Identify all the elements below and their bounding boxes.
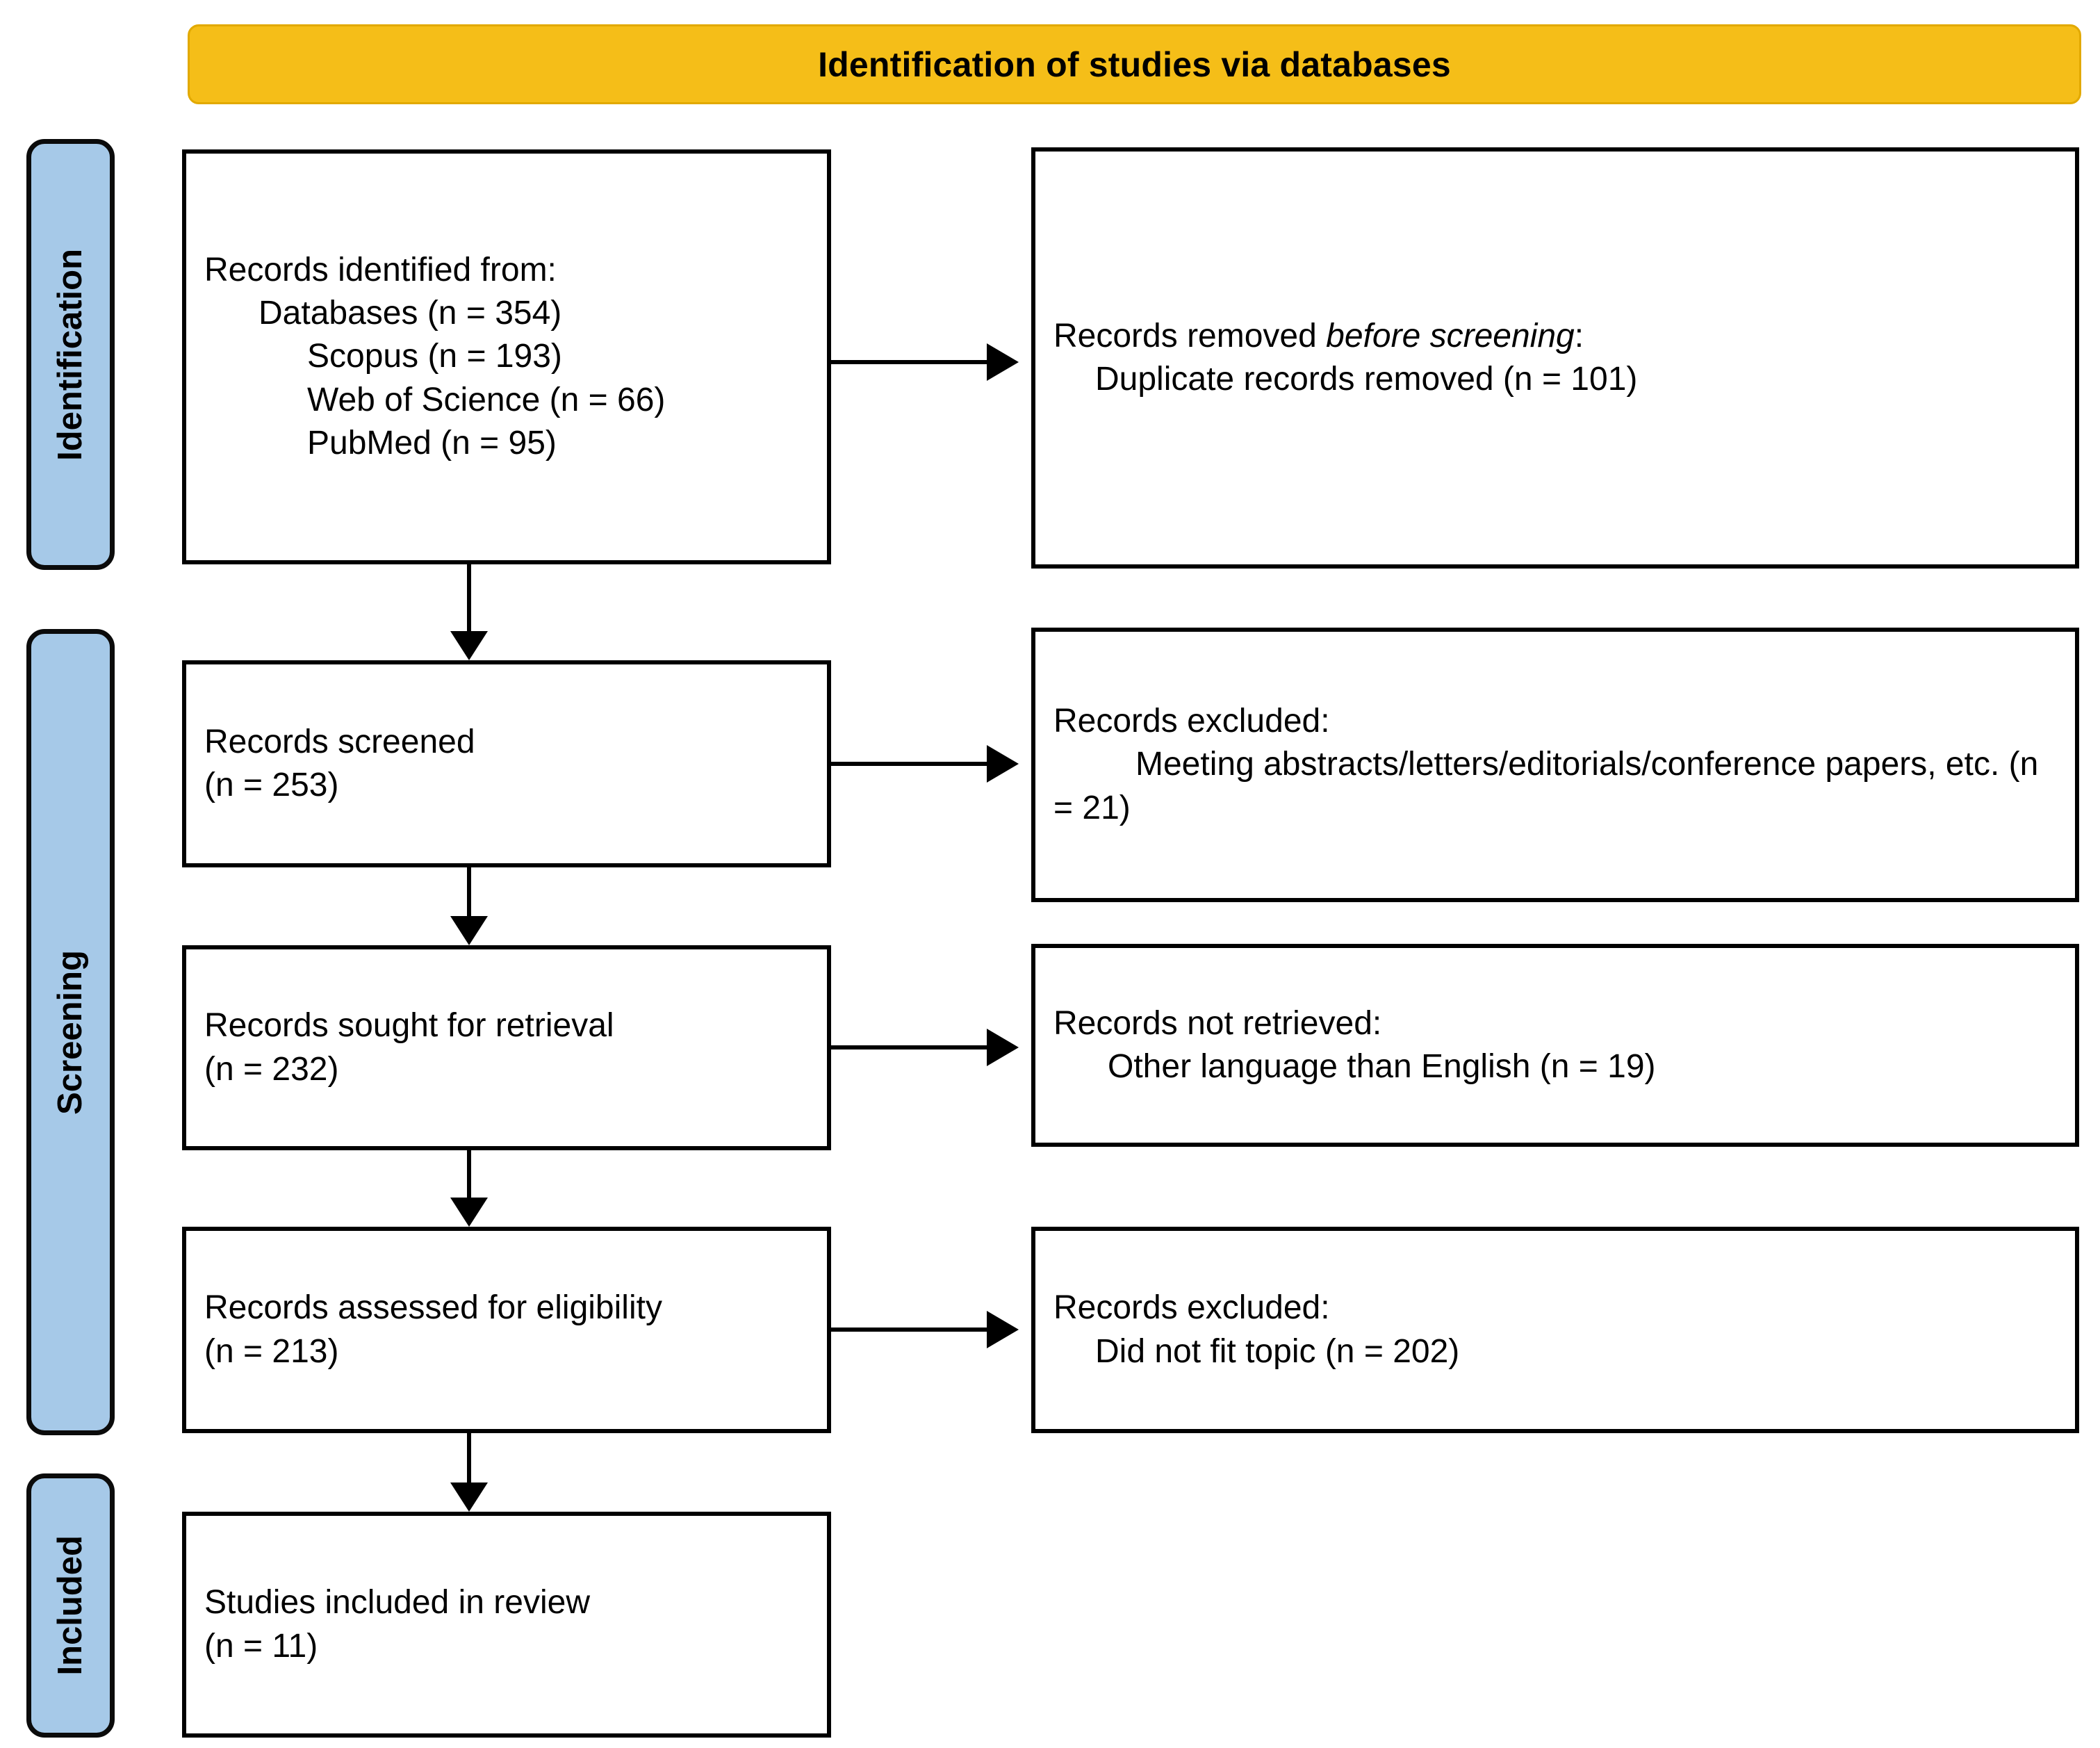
- records-screened-title: Records screened: [204, 723, 475, 760]
- box-records-removed-before-screening: Records removed before screening: Duplic…: [1031, 147, 2079, 569]
- records-removed-title-suffix: :: [1574, 317, 1584, 354]
- arrowhead-right-icon: [987, 1311, 1019, 1348]
- records-identified-pubmed: PubMed (n = 95): [307, 425, 557, 462]
- connector-vertical-screened-to-sought: [467, 867, 471, 916]
- arrowhead-right-icon: [987, 343, 1019, 381]
- stage-tab-screening: Screening: [26, 629, 115, 1435]
- stage-label-included: Included: [51, 1535, 89, 1676]
- records-excluded-eligibility-reason: Did not fit topic (n = 202): [1095, 1332, 1460, 1370]
- arrowhead-right-icon: [987, 1029, 1019, 1066]
- records-identified-databases: Databases (n = 354): [259, 294, 562, 332]
- diagram-header-banner: Identification of studies via databases: [188, 24, 2081, 104]
- arrowhead-right-icon: [987, 745, 1019, 783]
- connector-horizontal-assessed-to-excluded: [831, 1328, 991, 1332]
- records-excluded-screening-title: Records excluded:: [1053, 702, 1330, 740]
- connector-horizontal-screened-to-excluded: [831, 762, 991, 766]
- records-not-retrieved-reason: Other language than English (n = 19): [1108, 1048, 1656, 1085]
- arrowhead-down-icon: [450, 631, 488, 660]
- records-excluded-eligibility-title: Records excluded:: [1053, 1289, 1330, 1327]
- records-not-retrieved-title: Records not retrieved:: [1053, 1004, 1382, 1042]
- connector-horizontal-identified-to-removed: [831, 360, 991, 364]
- stage-tab-included: Included: [26, 1473, 115, 1738]
- records-screened-count: (n = 253): [204, 767, 339, 803]
- box-records-identified: Records identified from: Databases (n = …: [182, 149, 831, 564]
- records-excluded-screening-reason: Meeting abstracts/letters/editorials/con…: [1053, 746, 2039, 826]
- stage-label-screening: Screening: [51, 949, 89, 1115]
- box-records-assessed-for-eligibility: Records assessed for eligibility (n = 21…: [182, 1227, 831, 1433]
- stage-tab-identification: Identification: [26, 139, 115, 570]
- page-title: Identification of studies via databases: [818, 44, 1451, 84]
- records-identified-title: Records identified from:: [204, 251, 557, 288]
- records-assessed-title: Records assessed for eligibility: [204, 1289, 662, 1327]
- records-identified-web-of-science: Web of Science (n = 66): [307, 381, 666, 418]
- box-records-not-retrieved: Records not retrieved: Other language th…: [1031, 944, 2079, 1147]
- box-records-sought-for-retrieval: Records sought for retrieval (n = 232): [182, 945, 831, 1150]
- records-identified-scopus: Scopus (n = 193): [307, 338, 562, 375]
- arrowhead-down-icon: [450, 1198, 488, 1227]
- studies-included-count: (n = 11): [204, 1627, 318, 1665]
- records-sought-title: Records sought for retrieval: [204, 1007, 614, 1045]
- connector-vertical-identified-to-screened: [467, 564, 471, 631]
- connector-vertical-assessed-to-included: [467, 1433, 471, 1482]
- records-removed-title: Records removed before screening:: [1053, 315, 2057, 358]
- connector-horizontal-sought-to-not-retrieved: [831, 1045, 991, 1049]
- box-studies-included-in-review: Studies included in review (n = 11): [182, 1512, 831, 1738]
- records-removed-title-prefix: Records removed: [1053, 317, 1327, 354]
- records-removed-title-italic: before screening: [1326, 317, 1575, 354]
- arrowhead-down-icon: [450, 1482, 488, 1512]
- box-records-screened: Records screened (n = 253): [182, 660, 831, 867]
- connector-vertical-sought-to-assessed: [467, 1150, 471, 1198]
- records-sought-count: (n = 232): [204, 1050, 339, 1088]
- records-removed-duplicates: Duplicate records removed (n = 101): [1095, 361, 1638, 398]
- records-assessed-count: (n = 213): [204, 1332, 339, 1370]
- box-records-excluded-eligibility: Records excluded: Did not fit topic (n =…: [1031, 1227, 2079, 1433]
- arrowhead-down-icon: [450, 916, 488, 945]
- box-records-excluded-screening: Records excluded: Meeting abstracts/lett…: [1031, 628, 2079, 902]
- stage-label-identification: Identification: [51, 248, 89, 461]
- studies-included-title: Studies included in review: [204, 1584, 590, 1622]
